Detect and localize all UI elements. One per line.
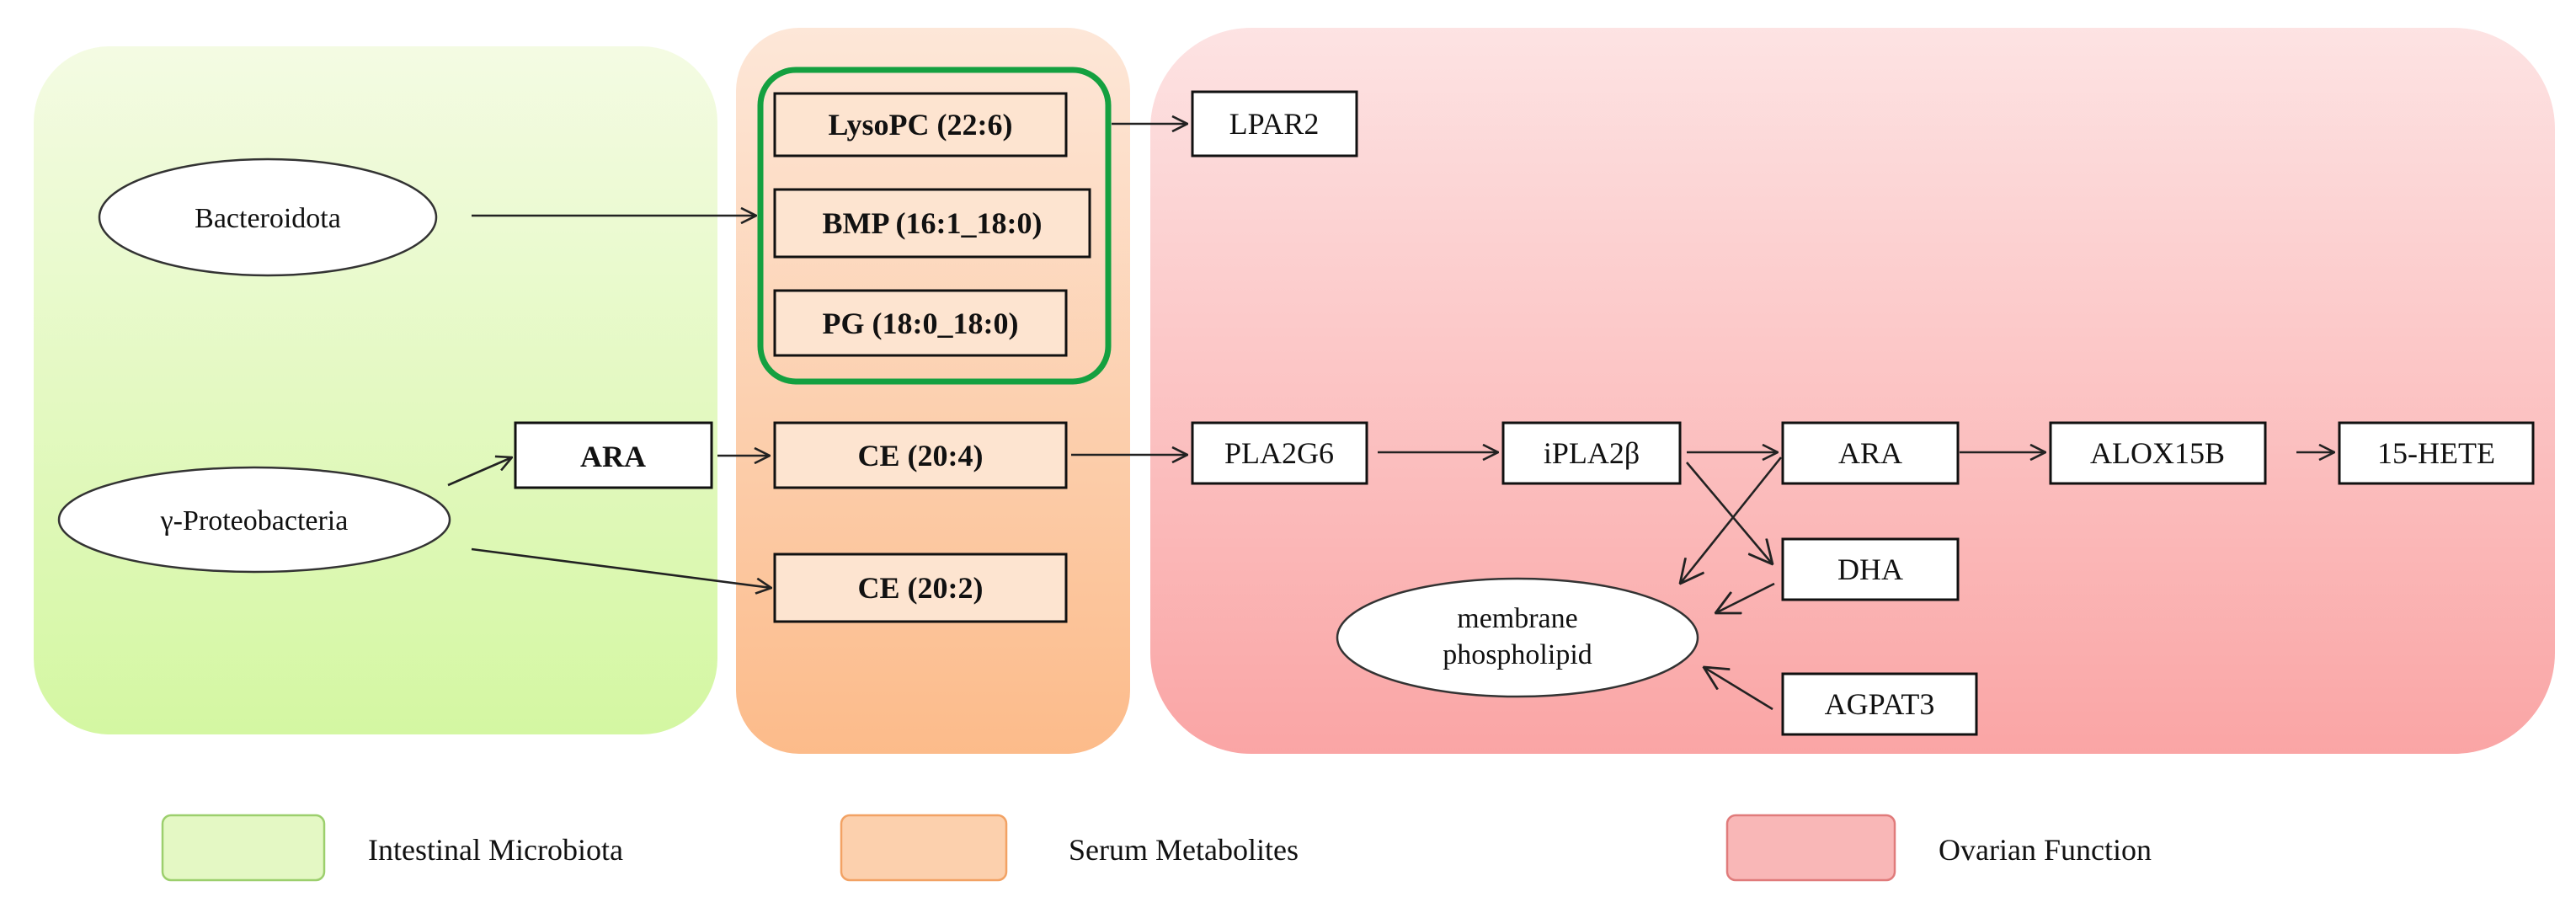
node-ipla2b — [1501, 421, 1682, 485]
legend-label-microbiota: Intestinal Microbiota — [368, 833, 623, 867]
node-bacteroidota — [98, 158, 438, 277]
node-ce-202-label: CE (20:2) — [858, 571, 984, 605]
node-ce-202 — [773, 553, 1068, 623]
node-dha — [1781, 537, 1960, 601]
edge-ipla2b-to-dha — [1686, 462, 1773, 564]
node-ara-ovarian-label: ARA — [1838, 436, 1902, 470]
node-15-hete — [2338, 421, 2535, 485]
node-membrane-phospholipid — [1336, 577, 1699, 698]
panel-ovarian-function — [1150, 28, 2555, 754]
node-ara-ovarian — [1781, 421, 1960, 485]
node-pla2g6 — [1191, 421, 1368, 485]
node-lysopc-label: LysoPC (22:6) — [829, 108, 1013, 141]
panel-intestinal-microbiota — [34, 46, 717, 734]
node-bmp-label: BMP (16:1_18:0) — [823, 206, 1043, 240]
edge-ara-to-membrane — [1680, 456, 1783, 584]
node-lpar2-label: LPAR2 — [1229, 107, 1320, 141]
edge-dha-to-membrane — [1715, 582, 1775, 613]
node-membrane-label-line1: membrane — [1457, 603, 1578, 634]
node-bacteroidota-label: Bacteroidota — [195, 203, 341, 234]
node-pg-label: PG (18:0_18:0) — [823, 307, 1019, 340]
legend-swatch-ovarian — [1725, 814, 1896, 882]
edge-agpat3-to-membrane — [1704, 667, 1773, 711]
node-dha-label: DHA — [1837, 553, 1903, 586]
node-ce-204 — [773, 421, 1068, 489]
node-agpat3-label: AGPAT3 — [1825, 687, 1935, 721]
node-alox15b-label: ALOX15B — [2090, 436, 2225, 470]
node-lysopc — [773, 92, 1068, 158]
node-proteobacteria-label: γ-Proteobacteria — [160, 505, 349, 537]
node-ara-microbiota-label: ARA — [580, 440, 646, 473]
node-alox15b — [2049, 421, 2267, 485]
node-agpat3 — [1781, 672, 1978, 736]
node-lpar2 — [1191, 90, 1358, 158]
legend: Intestinal Microbiota Serum Metabolites … — [161, 814, 2152, 882]
edge-proteobacteria-to-ara — [447, 457, 512, 487]
edge-proteobacteria-to-ce202 — [471, 547, 771, 588]
legend-swatch-metabolites — [840, 814, 1008, 882]
highlight-group-frame — [757, 67, 1112, 385]
node-bmp — [773, 188, 1091, 259]
node-pg — [773, 289, 1068, 357]
legend-label-metabolites: Serum Metabolites — [1069, 833, 1299, 867]
legend-label-ovarian: Ovarian Function — [1939, 833, 2152, 867]
node-membrane-label-line2: phospholipid — [1443, 639, 1592, 670]
node-15-hete-label: 15-HETE — [2377, 436, 2495, 470]
legend-swatch-microbiota — [161, 814, 326, 882]
node-ara-microbiota — [514, 421, 713, 489]
node-ipla2b-label: iPLA2β — [1544, 436, 1640, 470]
node-proteobacteria — [57, 466, 451, 574]
node-ce-204-label: CE (20:4) — [858, 439, 984, 473]
node-pla2g6-label: PLA2G6 — [1224, 436, 1334, 470]
